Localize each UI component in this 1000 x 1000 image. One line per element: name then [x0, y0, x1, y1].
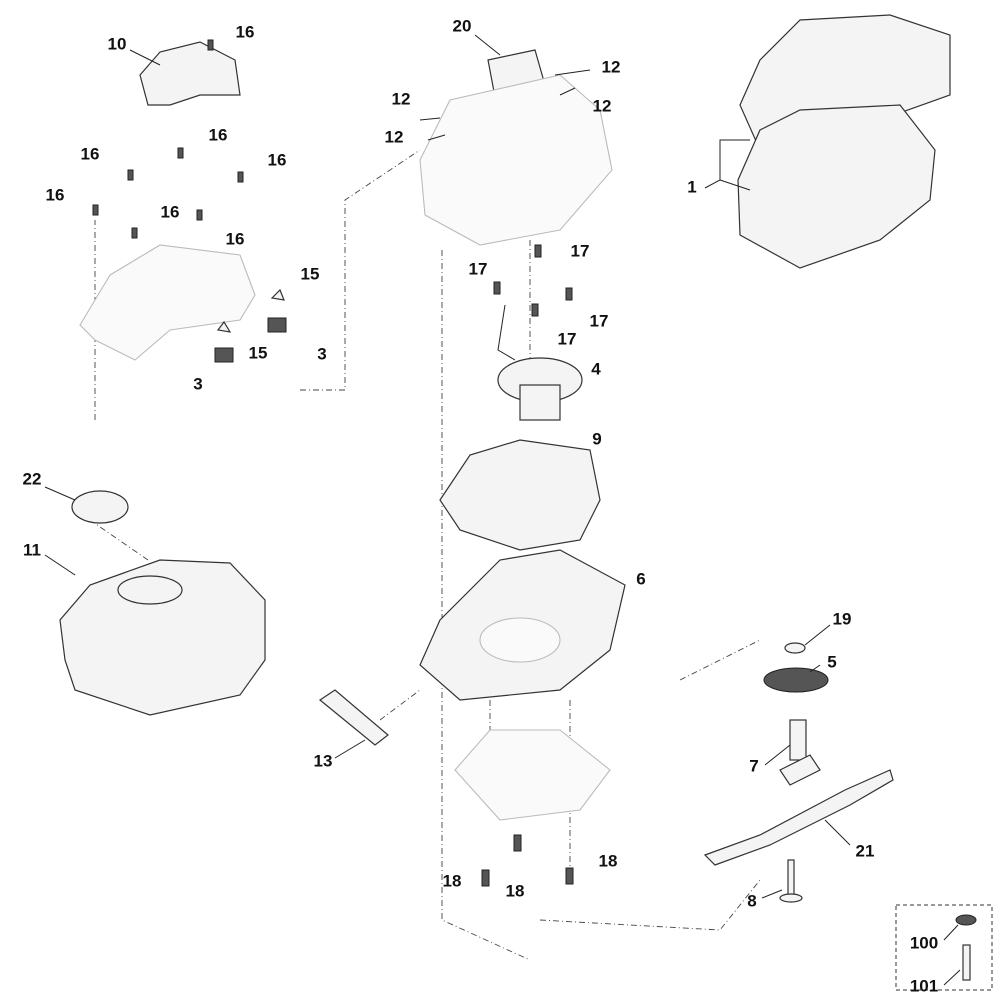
callout-21: 21	[856, 841, 875, 860]
callout-19: 19	[833, 609, 852, 628]
part-5-fan	[763, 664, 829, 693]
callout-9: 9	[592, 429, 601, 448]
part-4-motor	[497, 304, 583, 421]
callout-12: 12	[593, 96, 612, 115]
callout-11: 11	[23, 540, 41, 559]
callout-12: 12	[385, 127, 404, 146]
callout-6: 6	[636, 569, 645, 588]
callout-16: 16	[161, 202, 180, 221]
callout-3: 3	[317, 344, 326, 363]
latches-3-15	[214, 288, 287, 363]
screws-17	[493, 244, 573, 317]
clips-12	[419, 69, 591, 141]
callout-8: 8	[747, 891, 756, 910]
part-10-cover	[129, 41, 241, 106]
callout-10: 10	[108, 34, 127, 53]
callout-15: 15	[249, 343, 268, 362]
part-6-lower-housing	[419, 549, 626, 701]
callout-18: 18	[599, 851, 618, 870]
callout-12: 12	[602, 57, 621, 76]
callout-15: 15	[301, 264, 320, 283]
top-cover-faint	[79, 244, 256, 361]
callout-22: 22	[23, 469, 42, 488]
part-21-blade	[703, 769, 894, 866]
callout-16: 16	[268, 150, 287, 169]
callout-3: 3	[193, 374, 202, 393]
callout-17: 17	[590, 311, 609, 330]
part-22-badge	[44, 486, 129, 524]
callout-17: 17	[469, 259, 488, 278]
callout-4: 4	[591, 359, 601, 378]
callout-100: 100	[910, 933, 938, 952]
callout-7: 7	[749, 756, 758, 775]
housing-shell-faint	[419, 74, 613, 246]
chassis-bottom-faint	[454, 729, 611, 821]
part-1-housing-assembly	[704, 14, 951, 269]
callout-16: 16	[81, 144, 100, 163]
callout-labels: 10 16 20 12 12 12 12 1 16 16 16 16 16 16…	[23, 16, 939, 995]
callout-20: 20	[453, 16, 472, 35]
callout-16: 16	[209, 125, 228, 144]
part-9-motor-carrier	[439, 439, 601, 551]
callout-13: 13	[314, 751, 333, 770]
callout-18: 18	[506, 881, 525, 900]
callout-1: 1	[687, 177, 696, 196]
callout-5: 5	[827, 652, 836, 671]
part-13-handle	[318, 689, 389, 759]
part-11-hood	[44, 554, 266, 716]
callout-16: 16	[226, 229, 245, 248]
part-19-ring	[784, 624, 831, 654]
kit-box-100-101	[895, 904, 993, 991]
callout-12: 12	[392, 89, 411, 108]
callout-16: 16	[46, 185, 65, 204]
screws-16	[92, 39, 244, 239]
callout-17: 17	[571, 241, 590, 260]
callout-17: 17	[558, 329, 577, 348]
part-8-blade-bolt	[761, 859, 803, 903]
screws-18	[481, 834, 574, 887]
callout-18: 18	[443, 871, 462, 890]
part-7-adapter	[764, 719, 821, 786]
callout-16: 16	[236, 22, 255, 41]
callout-101: 101	[910, 976, 938, 995]
